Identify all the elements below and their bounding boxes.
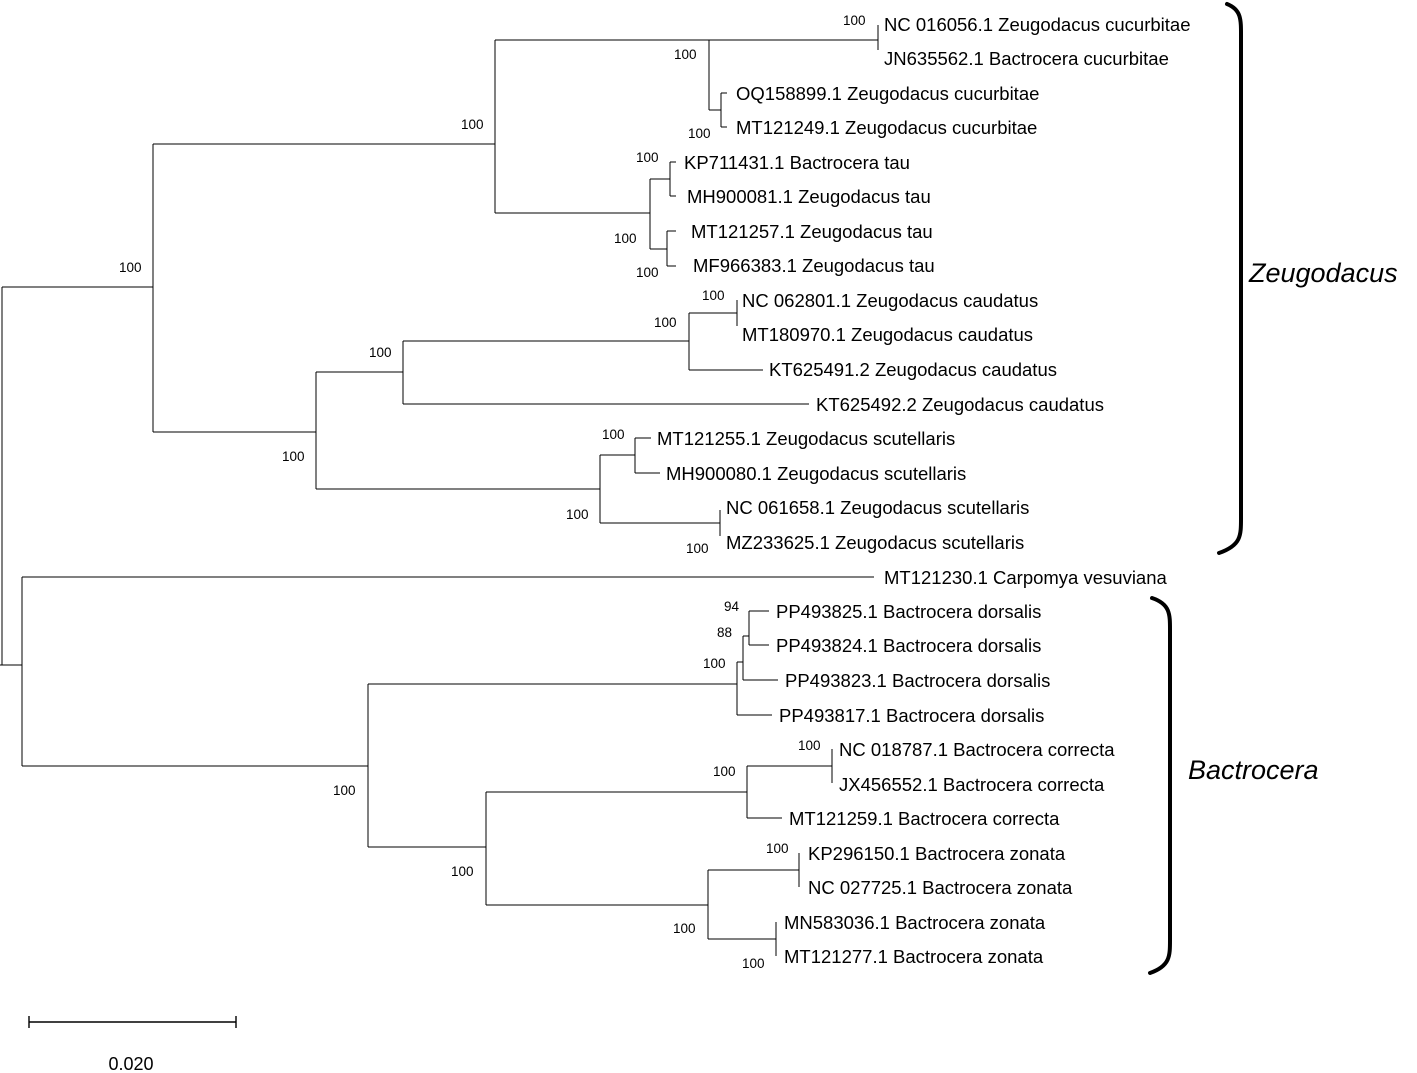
support-value: 100 xyxy=(451,864,474,879)
scale-bar: 0.020 xyxy=(28,1016,237,1073)
branch-dorsalis-sub2 xyxy=(743,611,750,645)
taxon-label: JX456552.1 Bactrocera correcta xyxy=(839,774,1105,795)
support-value: 100 xyxy=(369,345,392,360)
support-value: 100 xyxy=(843,13,866,28)
branch-caudatus-group xyxy=(316,341,404,404)
taxon-label: MT121277.1 Bactrocera zonata xyxy=(784,946,1044,967)
branch-scutellaris-pair-1 xyxy=(600,438,636,473)
taxon-label: KP711431.1 Bactrocera tau xyxy=(684,152,910,173)
branch-bactrocera-clade xyxy=(22,684,369,847)
support-value: 100 xyxy=(636,265,659,280)
taxon-label: OQ158899.1 Zeugodacus cucurbitae xyxy=(736,83,1039,104)
support-value: 100 xyxy=(798,738,821,753)
branch-scutellaris-group xyxy=(316,455,601,523)
support-value: 100 xyxy=(333,783,356,798)
support-value: 88 xyxy=(717,625,732,640)
branch-correcta-zonata xyxy=(368,792,487,905)
zeugodacus-bracket xyxy=(1217,2,1244,555)
taxon-label: MT180970.1 Zeugodacus caudatus xyxy=(742,324,1033,345)
support-value: 100 xyxy=(702,288,725,303)
group-label-zeugodacus: Zeugodacus xyxy=(1248,258,1398,288)
taxon-label: PP493817.1 Bactrocera dorsalis xyxy=(779,705,1044,726)
support-values: 100 100 100 100 100 100 100 100 100 100 … xyxy=(119,13,866,971)
bactrocera-bracket xyxy=(1148,596,1172,975)
taxon-label: NC 018787.1 Bactrocera correcta xyxy=(839,739,1115,760)
support-value: 100 xyxy=(742,956,765,971)
support-value: 100 xyxy=(673,921,696,936)
branch-zonata-group xyxy=(486,870,709,939)
taxon-label: MT121249.1 Zeugodacus cucurbitae xyxy=(736,117,1037,138)
branch-caudatus-scutellaris xyxy=(153,372,317,489)
support-value: 100 xyxy=(703,656,726,671)
group-label-bactrocera: Bactrocera xyxy=(1188,755,1319,785)
support-value: 100 xyxy=(282,449,305,464)
taxon-label: MT121230.1 Carpomya vesuviana xyxy=(884,567,1168,588)
support-value: 100 xyxy=(654,315,677,330)
scale-bar-line xyxy=(28,1016,237,1028)
support-value: 100 xyxy=(766,841,789,856)
branch-correcta-pair xyxy=(747,749,833,783)
branch-zonata-pair-2 xyxy=(708,922,777,956)
branch-cucurbitae-tau xyxy=(153,40,496,213)
taxon-label: MT121257.1 Zeugodacus tau xyxy=(691,221,933,242)
taxon-label: PP493825.1 Bactrocera dorsalis xyxy=(776,601,1041,622)
taxon-label: MH900080.1 Zeugodacus scutellaris xyxy=(666,463,966,484)
support-value: 100 xyxy=(713,764,736,779)
taxon-label: MT121255.1 Zeugodacus scutellaris xyxy=(657,428,955,449)
taxon-label: KT625491.2 Zeugodacus caudatus xyxy=(769,359,1057,380)
taxon-label: JN635562.1 Bactrocera cucurbitae xyxy=(884,48,1169,69)
taxon-label: MT121259.1 Bactrocera correcta xyxy=(789,808,1060,829)
branch-tau-pair-2 xyxy=(650,231,668,266)
branch-dorsalis-sub xyxy=(737,636,744,680)
support-value: 100 xyxy=(461,117,484,132)
branch-dorsalis-group xyxy=(368,662,738,715)
branch-zeugodacus-clade xyxy=(2,144,154,432)
support-value: 100 xyxy=(688,126,711,141)
taxon-label: NC 016056.1 Zeugodacus cucurbitae xyxy=(884,14,1190,35)
taxon-label: MZ233625.1 Zeugodacus scutellaris xyxy=(726,532,1024,553)
taxon-label: MF966383.1 Zeugodacus tau xyxy=(693,255,935,276)
taxon-label: PP493824.1 Bactrocera dorsalis xyxy=(776,635,1041,656)
support-value: 100 xyxy=(566,507,589,522)
branch-root xyxy=(0,287,3,666)
taxon-label: PP493823.1 Bactrocera dorsalis xyxy=(785,670,1050,691)
branch-outgroup-bactrocera xyxy=(2,577,23,766)
support-value: 100 xyxy=(119,260,142,275)
support-value: 100 xyxy=(686,541,709,556)
taxon-label: KP296150.1 Bactrocera zonata xyxy=(808,843,1066,864)
taxon-label: NC 027725.1 Bactrocera zonata xyxy=(808,877,1073,898)
scale-bar-label: 0.020 xyxy=(108,1054,153,1073)
support-value: 100 xyxy=(636,150,659,165)
support-value: 100 xyxy=(602,427,625,442)
branch-cucurbitae-pair-2 xyxy=(709,93,722,127)
branch-tau-group xyxy=(495,179,651,249)
branch-correcta-group xyxy=(486,766,748,818)
taxon-label: MN583036.1 Bactrocera zonata xyxy=(784,912,1046,933)
taxon-label: KT625492.2 Zeugodacus caudatus xyxy=(816,394,1104,415)
branch-scutellaris-pair-2 xyxy=(600,510,721,536)
branch-zonata-pair-1 xyxy=(708,853,800,887)
branch-caudatus-pair xyxy=(689,300,738,326)
branch-cucurbitae-group xyxy=(495,39,710,110)
tree-branches xyxy=(0,25,879,956)
taxon-label: NC 062801.1 Zeugodacus caudatus xyxy=(742,290,1038,311)
branch-tau-pair-1 xyxy=(650,162,671,196)
support-value: 100 xyxy=(674,47,697,62)
taxon-labels: NC 016056.1 Zeugodacus cucurbitae JN6355… xyxy=(657,14,1190,967)
taxon-label: MH900081.1 Zeugodacus tau xyxy=(687,186,931,207)
support-value: 100 xyxy=(614,231,637,246)
taxon-label: NC 061658.1 Zeugodacus scutellaris xyxy=(726,497,1029,518)
branch-cucurbitae-pair-1 xyxy=(709,25,879,50)
support-value: 94 xyxy=(724,599,740,614)
group-brackets xyxy=(1148,2,1244,975)
branch-caudatus-sub xyxy=(403,313,690,370)
